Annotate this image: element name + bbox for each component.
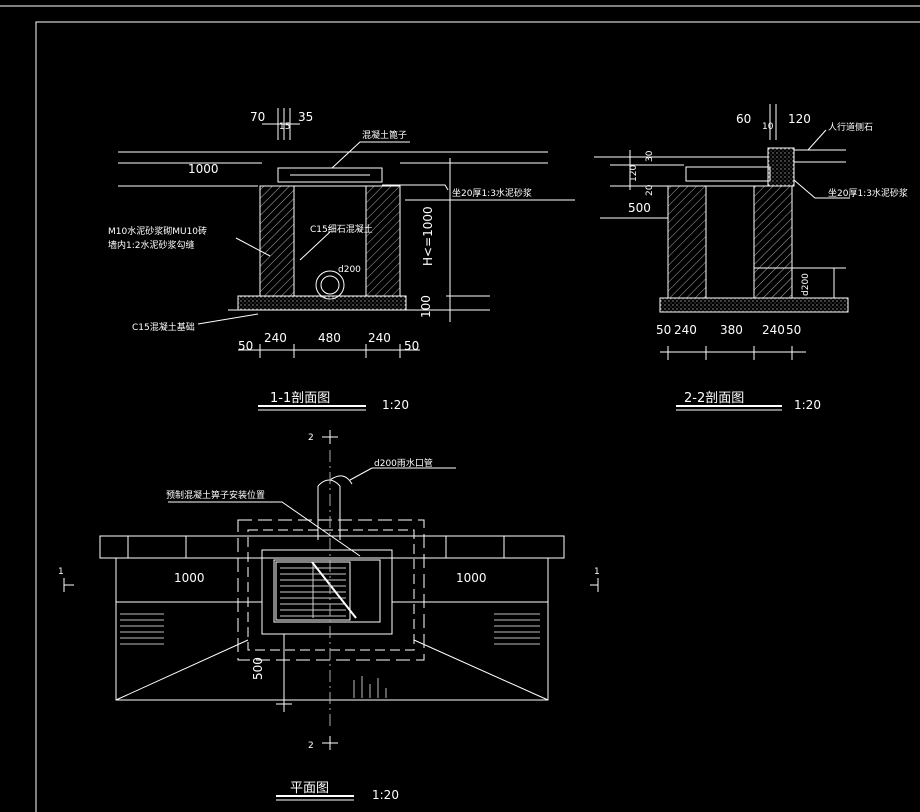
- plan-cut-2-bottom: 2: [308, 741, 314, 751]
- plan-label-outlet: d200雨水口管: [374, 457, 433, 469]
- s2-dim-bottom-4: 240: [762, 323, 785, 337]
- s1-dim-bottom-3: 240: [368, 331, 391, 345]
- s1-label-mortar: 坐20厚1:3水泥砂浆: [452, 187, 532, 199]
- s1-title: 1-1剖面图: [270, 391, 330, 406]
- s1-dim-top-3: 35: [298, 110, 313, 124]
- s1-dim-100: 100: [419, 295, 433, 318]
- s2-dim-top-1: 60: [736, 112, 751, 126]
- s1-label-cover: 混凝土篦子: [362, 129, 407, 141]
- s1-label-pipe: d200: [338, 265, 361, 275]
- sheet-border-inner: [35, 21, 920, 812]
- s1-dim-1000: 1000: [188, 162, 219, 176]
- plan-view: [63, 430, 599, 801]
- pipe-circle: [315, 270, 345, 300]
- plan-cut-1-left: 1: [58, 567, 64, 577]
- s1-dim-top-1: 70: [250, 110, 265, 124]
- plan-cut-1-right: 1: [594, 567, 600, 577]
- s2-dim-left-3: 20: [645, 184, 655, 196]
- base-slab: [237, 295, 407, 311]
- s2-dim-top-3: 120: [788, 112, 811, 126]
- plan-scale: 1:20: [372, 788, 399, 802]
- s1-dim-bottom-1: 240: [264, 331, 287, 345]
- s2-dim-bottom-5: 50: [786, 323, 801, 337]
- s1-dim-edge-right: 50: [404, 339, 419, 353]
- section-1-1: [118, 108, 575, 411]
- section-2-2: [594, 104, 850, 411]
- s2-dim-top-2: 10: [762, 122, 774, 132]
- s1-dim-top-2: 15: [279, 122, 290, 132]
- s1-label-wall-1: M10水泥砂浆砌MU10砖: [108, 225, 207, 237]
- s1-scale: 1:20: [382, 398, 409, 412]
- s2-dim-bottom-1: 50: [656, 323, 671, 337]
- plan-label-grate: 预制混凝土箅子安装位置: [166, 489, 265, 501]
- s2-dim-left-1: 30: [645, 150, 655, 162]
- s2-dim-d200: d200: [801, 273, 811, 296]
- s1-dim-edge-left: 50: [238, 339, 253, 353]
- plan-title: 平面图: [290, 781, 329, 796]
- s2-label-mortar: 坐20厚1:3水泥砂浆: [828, 187, 908, 199]
- s2-dim-left-2: 120: [629, 165, 639, 182]
- plan-dim-left: 1000: [174, 571, 205, 585]
- plan-dim-right: 1000: [456, 571, 487, 585]
- s2-dim-bottom-2: 240: [674, 323, 697, 337]
- s2-title: 2-2剖面图: [684, 391, 744, 406]
- s2-dim-500: 500: [628, 201, 651, 215]
- s2-scale: 1:20: [794, 398, 821, 412]
- s1-dim-bottom-2: 480: [318, 331, 341, 345]
- s2-label-curb: 人行道侧石: [828, 121, 873, 133]
- s1-label-wall-2: 墙内1:2水泥砂浆勾缝: [108, 239, 195, 251]
- s1-dim-h: H<=1000: [421, 206, 435, 266]
- s1-label-base: C15混凝土基础: [132, 321, 195, 333]
- plan-dim-500: 500: [251, 657, 265, 680]
- plan-cut-2-top: 2: [308, 433, 314, 443]
- s1-label-fill: C15细石混凝土: [310, 223, 373, 235]
- s2-dim-bottom-3: 380: [720, 323, 743, 337]
